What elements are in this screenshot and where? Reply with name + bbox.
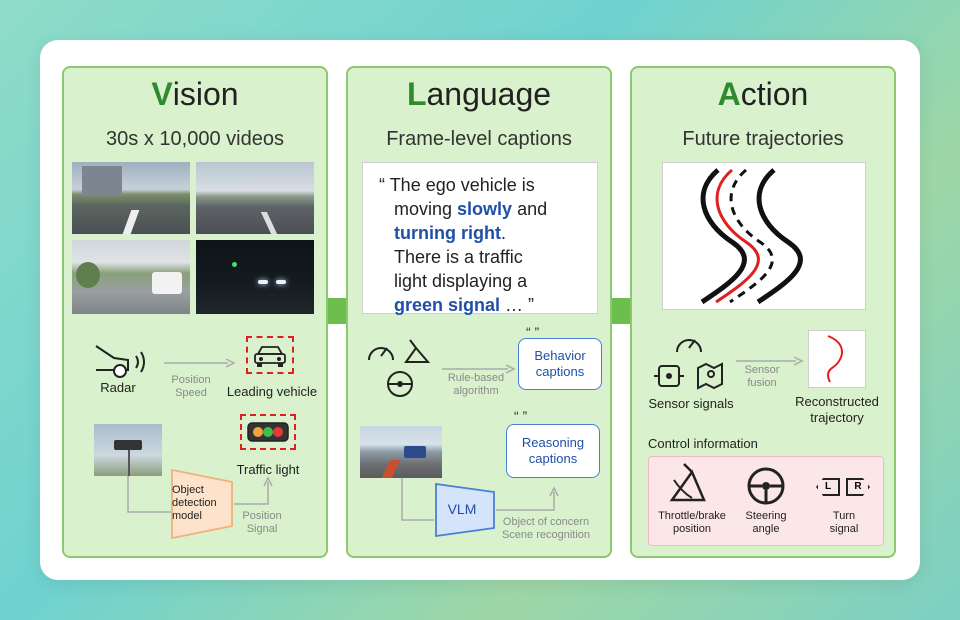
arrow-sensor-fusion (736, 356, 804, 366)
map-icon (697, 362, 723, 390)
leading-vehicle-label: Leading vehicle (226, 384, 318, 399)
video-thumbnail-night (196, 240, 314, 314)
car-icon (254, 346, 286, 367)
vision-title: Vision (151, 76, 239, 112)
radar-icon (95, 345, 145, 378)
language-panel: Language Frame-level captions “ The ego … (346, 66, 612, 558)
arrow-model-to-light (234, 476, 273, 505)
language-title: Language (406, 76, 552, 112)
traffic-light-icon (247, 422, 289, 442)
speedometer-icon (368, 347, 394, 361)
traffic-light-box (240, 414, 296, 450)
arrow-rule-based (442, 364, 516, 374)
video-thumbnail-highway (196, 162, 314, 234)
imu-icon (654, 365, 684, 387)
arrow-radar-to-vehicle (164, 358, 236, 368)
reconstructed-trajectory-curve (827, 335, 843, 383)
future-trajectory-road (700, 168, 803, 305)
language-subtitle: Frame-level captions (386, 128, 572, 150)
reasoning-quote-marks: “ ” (514, 408, 528, 424)
action-subtitle: Future trajectories (682, 128, 844, 150)
arrow-vlm-to-reasoning (496, 486, 559, 511)
leading-vehicle-box (246, 336, 294, 374)
vision-subtitle: 30s x 10,000 videos (106, 128, 284, 150)
vlm-label: VLM (447, 501, 477, 517)
steering-wheel-icon (387, 371, 413, 397)
line-photo-to-vlm (401, 478, 434, 521)
control-information-label: Control information (648, 436, 758, 451)
traffic-light-label: Traffic light (236, 462, 300, 477)
caption-box: “ The ego vehicle is moving slowly and t… (362, 162, 598, 315)
connector-vision-language (328, 298, 346, 324)
sensor-signals-label: Sensor signals (648, 396, 734, 411)
turn-signal-icon: L R (816, 478, 872, 496)
radar-label: Radar (100, 380, 136, 395)
vlm-shape (435, 482, 495, 538)
connector-language-action (612, 298, 630, 324)
turn-right-icon: R (846, 478, 870, 496)
pedal-icon (404, 339, 431, 363)
action-panel: Action Future trajectories Sensor signal… (630, 66, 896, 558)
vision-panel: Vision 30s x 10,000 videos Radar Positio… (62, 66, 328, 558)
behavior-quote-marks: “ ” (526, 324, 540, 340)
action-speedometer-icon (676, 339, 702, 353)
video-thumbnail-day-road (72, 162, 190, 234)
throttle-pedal-icon (669, 463, 706, 502)
traffic-light-photo (94, 424, 162, 476)
action-steering-wheel-icon (747, 467, 785, 505)
action-title: Action (717, 76, 809, 112)
trajectory-image (662, 162, 866, 310)
object-detection-shape (171, 468, 233, 540)
turn-left-icon: L (816, 478, 840, 496)
video-thumbnail-street (72, 240, 190, 314)
line-photo-to-model (127, 476, 172, 513)
street-scene-photo (360, 426, 442, 478)
reconstructed-trajectory-image (808, 330, 866, 388)
